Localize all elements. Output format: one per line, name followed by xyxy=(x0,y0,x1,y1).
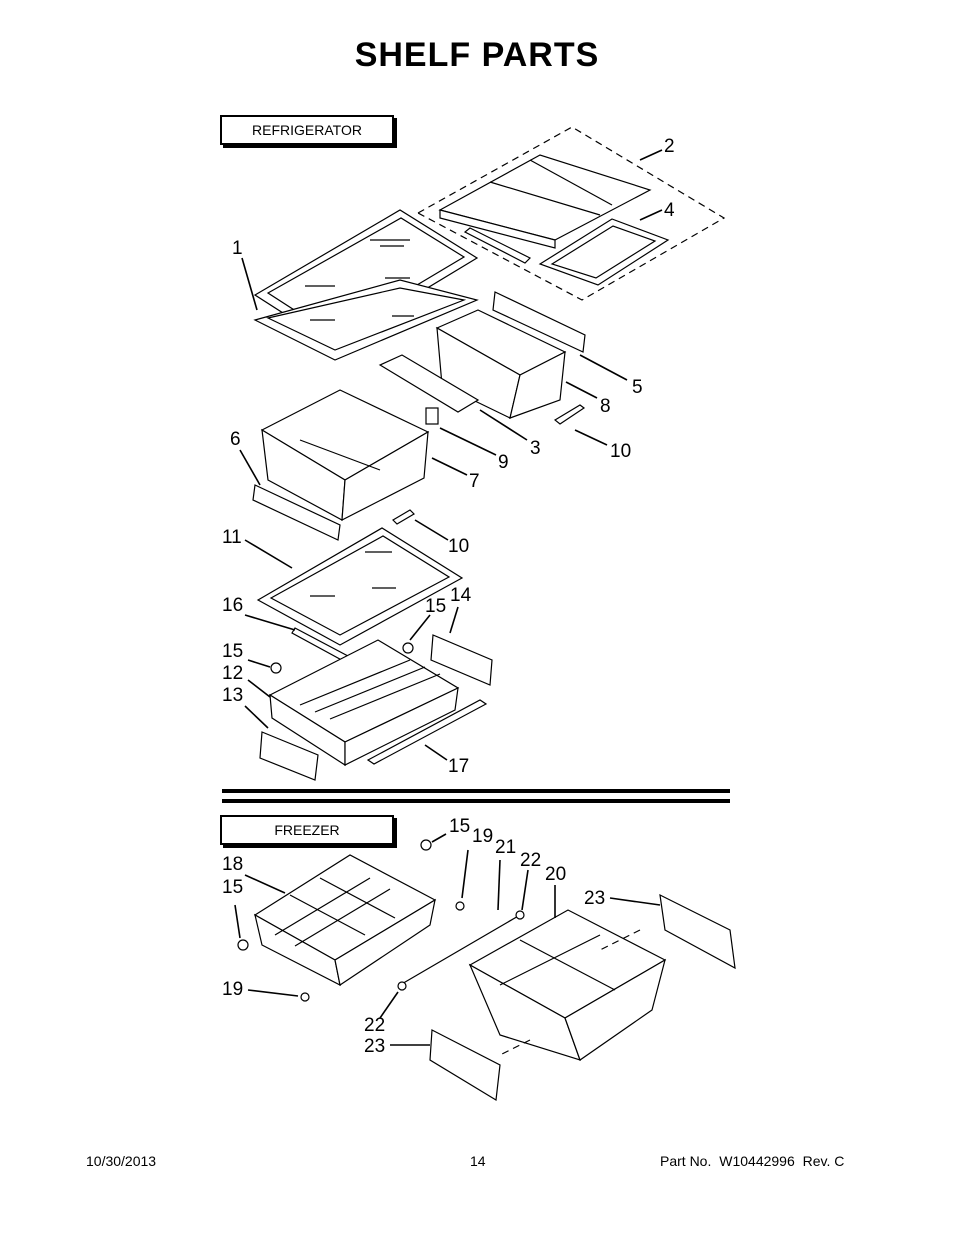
footer-part-label: Part No. xyxy=(660,1153,712,1169)
footer-part-value: W10442996 xyxy=(719,1153,795,1169)
callout-15-freezer-top: 15 xyxy=(449,816,470,837)
part-18-freezer-upper-basket xyxy=(253,854,437,987)
section-divider-bottom xyxy=(222,799,730,803)
freezer-slide-guide-lower xyxy=(499,1039,531,1056)
callout-21: 21 xyxy=(495,837,516,858)
part-23-freezer-slide xyxy=(429,893,736,1101)
part-14-drawer-rail xyxy=(430,634,493,686)
callout-22-top: 22 xyxy=(520,850,541,871)
freezer-leader-lines xyxy=(234,833,661,1046)
part-22-end-cap xyxy=(397,910,525,991)
callout-4: 4 xyxy=(664,200,675,221)
part-17-rail xyxy=(366,699,488,765)
part-15-freezer-roller xyxy=(237,839,432,951)
callout-15-right: 15 xyxy=(425,596,446,617)
part-11-glass-shelf xyxy=(256,527,464,646)
part-15-roller xyxy=(270,642,414,674)
callout-15-freezer-left: 15 xyxy=(222,877,243,898)
part-4-small-glass-shelf xyxy=(538,218,670,286)
freezer-slide-guide-upper xyxy=(599,929,641,951)
callout-7: 7 xyxy=(469,471,480,492)
callout-2: 2 xyxy=(664,136,675,157)
callout-19-freezer-left: 19 xyxy=(222,979,243,1000)
callout-23-bottom: 23 xyxy=(364,1036,385,1057)
refrigerator-leader-lines xyxy=(239,149,663,761)
footer-part-number: Part No. W10442996 Rev. C xyxy=(660,1153,848,1169)
part-10-slide-upper xyxy=(553,404,586,425)
part-19-freezer-screw xyxy=(300,901,465,1002)
callout-10-upper: 10 xyxy=(610,441,631,462)
callout-15-left: 15 xyxy=(222,641,243,662)
part-9-clip xyxy=(425,407,439,425)
callout-22-bottom: 22 xyxy=(364,1015,385,1036)
part-5-crisper-rail xyxy=(492,291,586,353)
callout-17: 17 xyxy=(448,756,469,777)
part-1-glass-shelves xyxy=(253,209,479,361)
callout-23-top: 23 xyxy=(584,888,605,909)
callout-8: 8 xyxy=(600,396,611,417)
callout-9: 9 xyxy=(498,452,509,473)
refrigerator-section-label: REFRIGERATOR xyxy=(220,115,394,145)
part-2-shelf-cover xyxy=(438,154,652,264)
part-6-crisper-rail xyxy=(252,484,341,541)
callout-19-freezer-top: 19 xyxy=(472,826,493,847)
callout-6: 6 xyxy=(230,429,241,450)
callout-5: 5 xyxy=(632,377,643,398)
part-10-slide-lower xyxy=(392,509,415,525)
callout-14: 14 xyxy=(450,585,472,606)
callout-13: 13 xyxy=(222,685,243,706)
callout-18: 18 xyxy=(222,854,243,875)
footer-revision: Rev. C xyxy=(802,1153,845,1169)
callout-16: 16 xyxy=(222,595,243,616)
part-7-crisper-bin xyxy=(260,389,430,522)
callout-1: 1 xyxy=(232,238,243,259)
callout-3: 3 xyxy=(530,438,541,459)
part-3-cover-bar xyxy=(378,354,480,413)
freezer-section-label: FREEZER xyxy=(220,815,394,845)
callout-12: 12 xyxy=(222,663,243,684)
part-8-crisper-bin xyxy=(435,309,567,419)
part-13-bracket xyxy=(259,731,319,781)
callout-20: 20 xyxy=(545,864,566,885)
page-title: SHELF PARTS xyxy=(354,36,600,74)
callout-11: 11 xyxy=(222,527,242,548)
footer-date: 10/30/2013 xyxy=(86,1153,157,1169)
footer-page-number: 14 xyxy=(470,1153,486,1169)
shelf-group-dashed-outline xyxy=(416,126,726,301)
part-21-rod xyxy=(399,914,521,986)
part-12-deli-drawer xyxy=(268,639,460,767)
callout-10-lower: 10 xyxy=(448,536,469,557)
part-20-freezer-lower-basket xyxy=(468,909,667,1061)
section-divider-top xyxy=(222,789,730,793)
